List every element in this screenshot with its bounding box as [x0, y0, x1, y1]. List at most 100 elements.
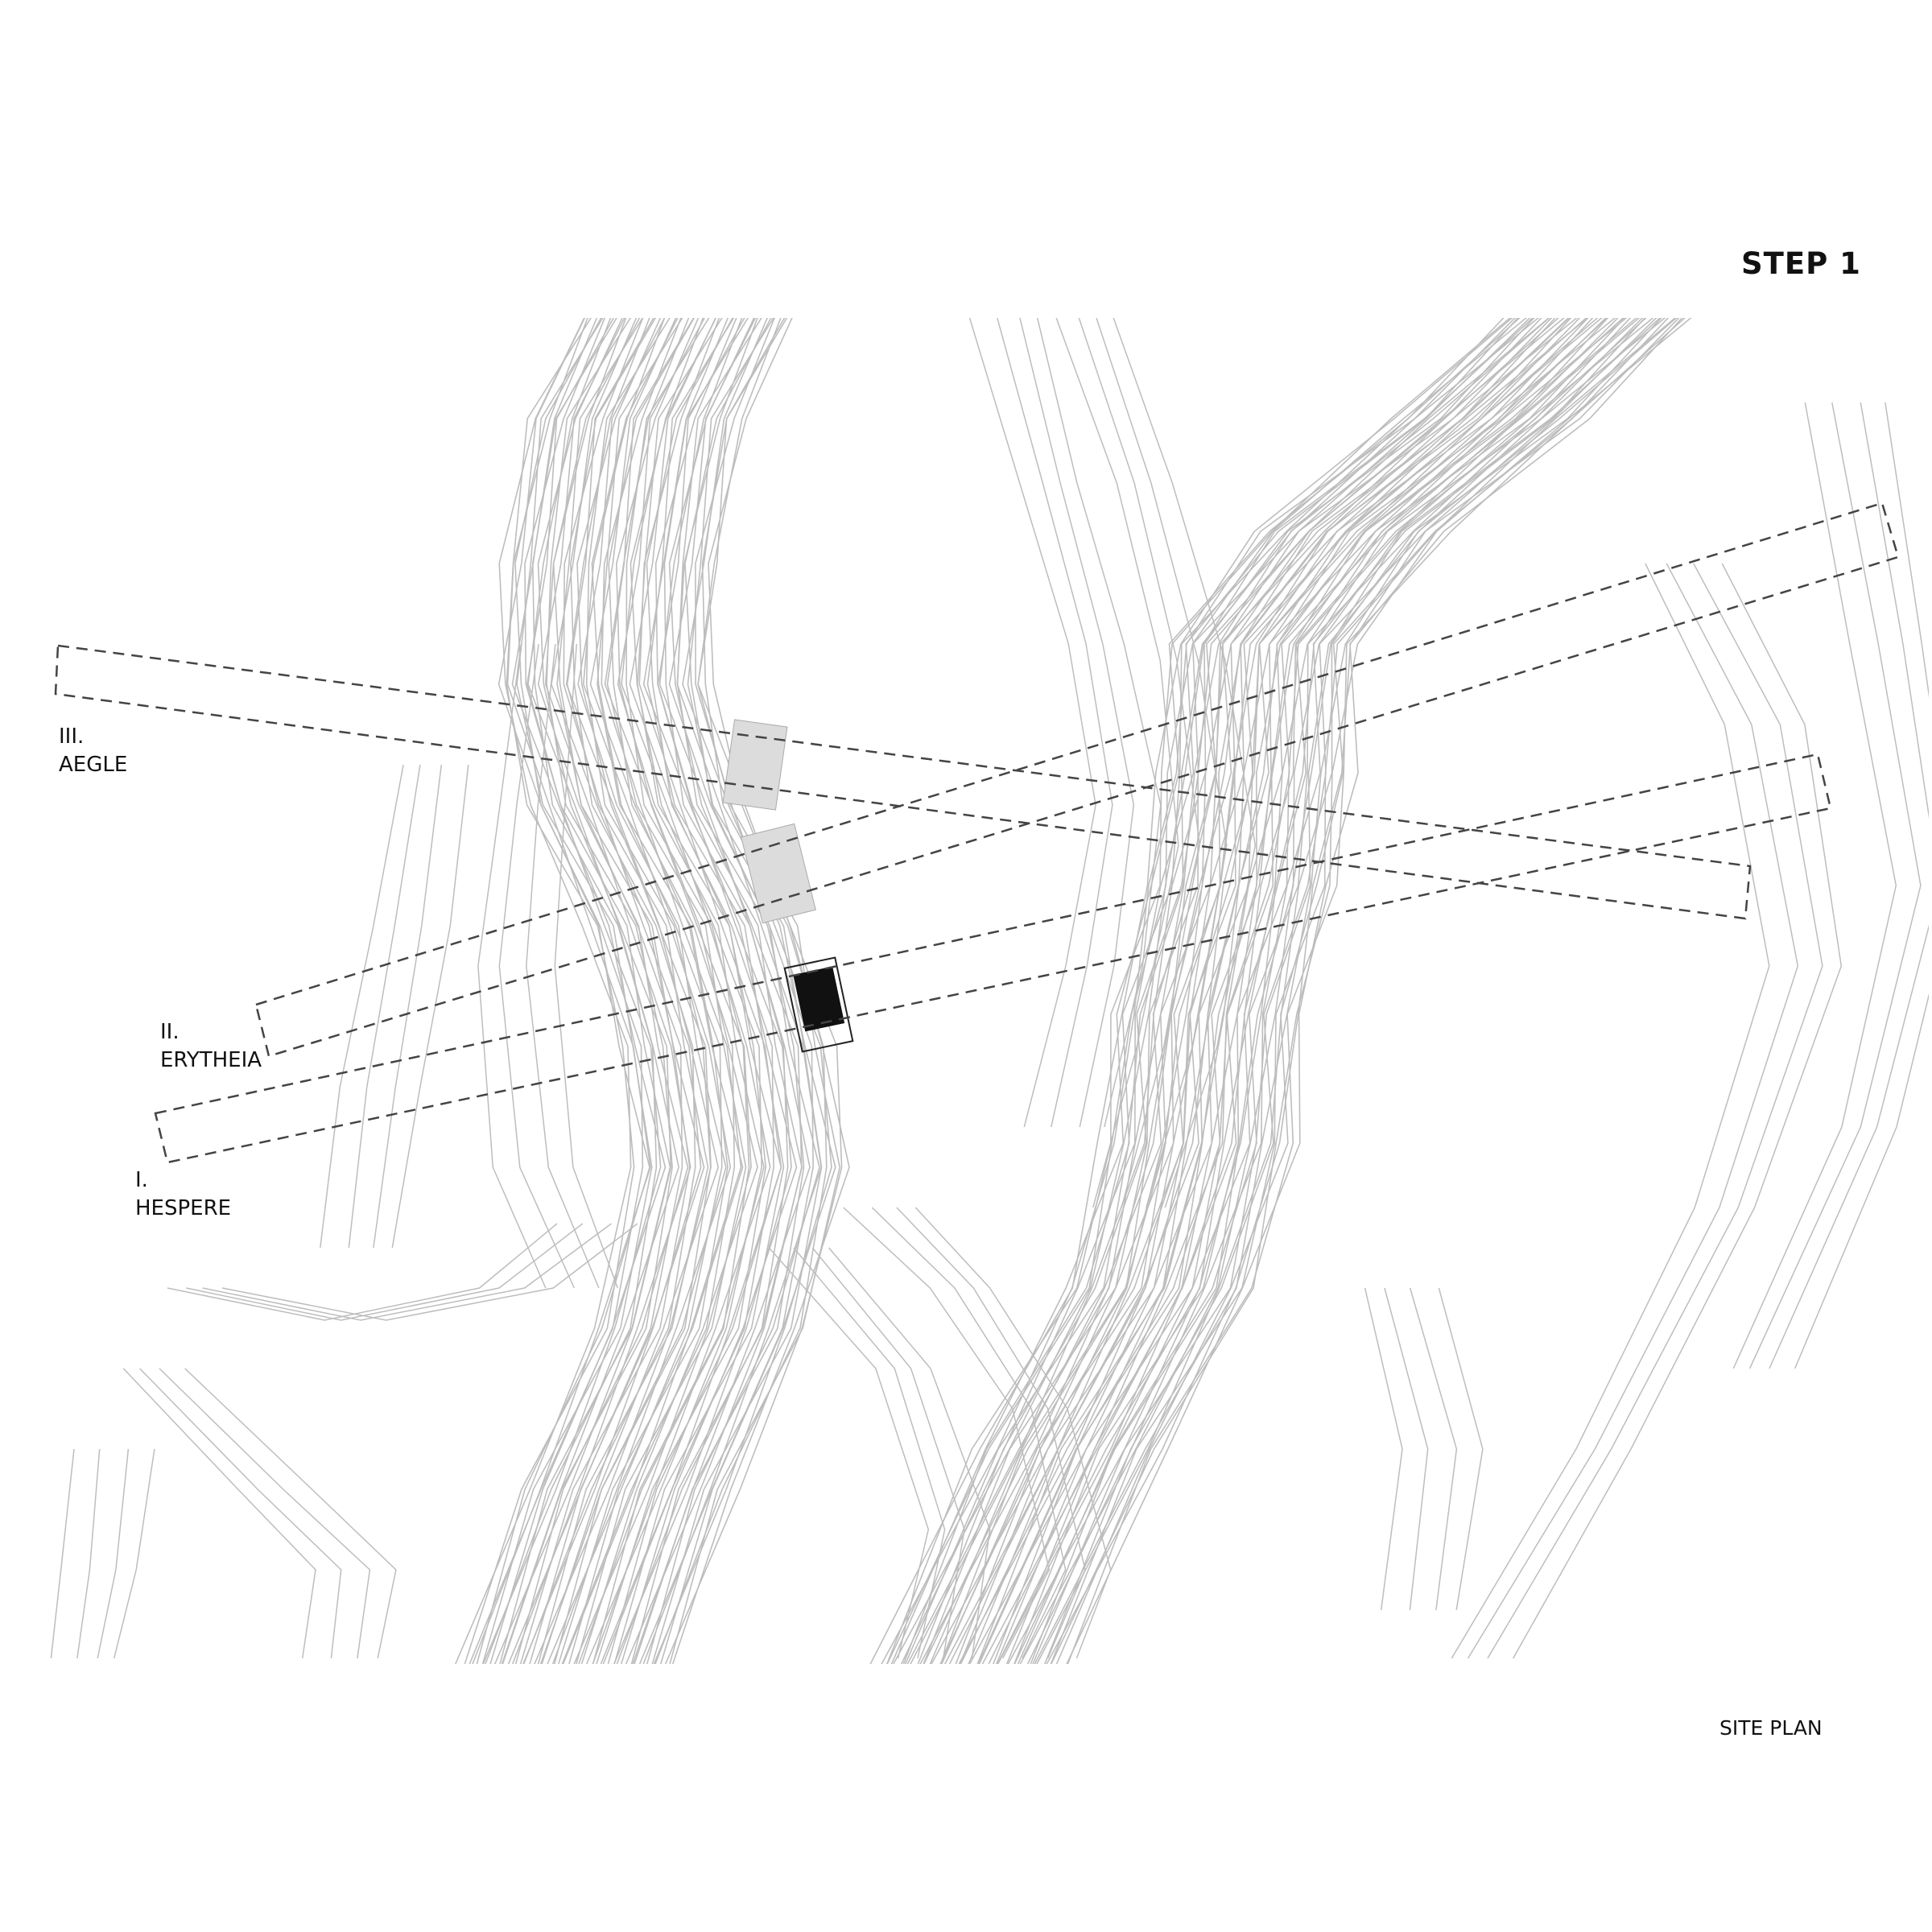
- contour-line: [167, 1223, 558, 1321]
- contour-line: [1096, 318, 1228, 1208]
- contour-line: [1046, 318, 1680, 1664]
- contour-line: [613, 318, 785, 1664]
- contour-line: [1364, 1287, 1403, 1611]
- contour-line: [557, 318, 729, 1664]
- contour-line: [537, 318, 709, 1664]
- contour-line: [476, 318, 650, 1664]
- contour-line: [1055, 318, 1670, 1664]
- contour-line: [968, 318, 1096, 1128]
- contour-line: [76, 1448, 101, 1659]
- contour-line: [454, 318, 632, 1664]
- contour-line: [580, 318, 758, 1664]
- contour-line: [1026, 318, 1646, 1664]
- contour-line: [607, 318, 782, 1664]
- contour-line: [997, 318, 1113, 1128]
- contour-line: [896, 1207, 1086, 1659]
- contour-line: [578, 318, 750, 1664]
- drawing-caption: SITE PLAN: [1719, 1716, 1823, 1740]
- contour-line: [1055, 318, 1179, 1208]
- contour-line: [477, 643, 547, 1289]
- contour-line: [843, 1207, 1051, 1659]
- contour-line: [576, 318, 747, 1664]
- contour-line: [919, 318, 1553, 1664]
- contour-line: [184, 1368, 397, 1659]
- building: [783, 956, 854, 1053]
- contour-line: [1007, 318, 1644, 1664]
- contour-line: [493, 318, 672, 1664]
- contour-line: [1019, 318, 1135, 1128]
- contour-line: [186, 1223, 584, 1321]
- contour-line: [50, 1448, 75, 1659]
- contour-line: [793, 1247, 946, 1659]
- contour-line: [547, 318, 723, 1664]
- contour-line: [1769, 402, 1929, 1369]
- contour-line: [768, 1247, 930, 1659]
- building-outline: [783, 956, 854, 1053]
- contour-line: [568, 318, 744, 1664]
- contour-line: [1034, 318, 1678, 1664]
- contour-line: [526, 643, 600, 1289]
- contour-line: [482, 318, 662, 1664]
- contour-line: [900, 318, 1519, 1664]
- contour-line: [613, 318, 792, 1664]
- contour-line: [202, 1223, 612, 1321]
- contour-line: [997, 318, 1626, 1664]
- contour-line: [958, 318, 1589, 1664]
- contour-line: [348, 764, 421, 1249]
- contour-line: [554, 643, 619, 1289]
- contour-line: [391, 764, 469, 1249]
- contour-line: [1451, 563, 1770, 1659]
- contour-line: [1036, 318, 1162, 1128]
- contour-line: [481, 318, 653, 1664]
- contour-line: [519, 318, 691, 1664]
- contour-line: [939, 318, 1556, 1664]
- contour-line: [511, 318, 691, 1664]
- building-footprint: [793, 966, 845, 1032]
- contour-line: [585, 318, 763, 1664]
- contour-line: [1044, 318, 1657, 1664]
- section-band-hespere: [154, 753, 1832, 1164]
- contour-line: [893, 318, 1534, 1664]
- contour-line: [988, 318, 1609, 1664]
- section-name: HESPERE: [135, 1196, 232, 1220]
- contour-line: [995, 318, 1628, 1664]
- contour-line: [551, 318, 732, 1664]
- step-title: STEP 1: [1741, 246, 1861, 281]
- contour-line: [1066, 318, 1683, 1664]
- terrace-block: [722, 719, 788, 811]
- contour-line: [664, 318, 843, 1664]
- contour-line: [923, 318, 1550, 1664]
- contour-line: [669, 318, 841, 1664]
- contour-line: [320, 764, 404, 1249]
- contour-line: [653, 318, 832, 1664]
- contour-line: [498, 643, 575, 1289]
- contour-line: [906, 318, 1550, 1664]
- contour-line: [1005, 318, 1619, 1664]
- contour-line: [1017, 318, 1632, 1664]
- contour-line: [97, 1448, 130, 1659]
- contour-line: [373, 764, 443, 1249]
- contour-line: [632, 318, 811, 1664]
- contour-line: [1732, 402, 1897, 1369]
- contour-line: [573, 318, 752, 1664]
- contour-line: [159, 1368, 371, 1659]
- contour-line: [931, 318, 1571, 1664]
- section-band-aegle: [54, 644, 1752, 920]
- contour-line: [828, 1247, 991, 1659]
- contour-line: [943, 318, 1587, 1664]
- contour-line: [1113, 318, 1257, 1208]
- contour-line: [959, 318, 1589, 1664]
- contour-line: [122, 1368, 316, 1659]
- contour-line: [1794, 402, 1929, 1369]
- contour-line: [811, 1247, 965, 1659]
- contour-line: [871, 1207, 1067, 1659]
- contour-line: [1384, 1287, 1429, 1611]
- section-label-hespere: I. HESPERE: [135, 1166, 231, 1223]
- contour-line: [507, 318, 683, 1664]
- contour-line: [625, 318, 803, 1664]
- contour-line: [1078, 318, 1201, 1208]
- contour-line: [1467, 563, 1799, 1659]
- contour-line: [592, 318, 771, 1664]
- contour-line: [917, 318, 1531, 1664]
